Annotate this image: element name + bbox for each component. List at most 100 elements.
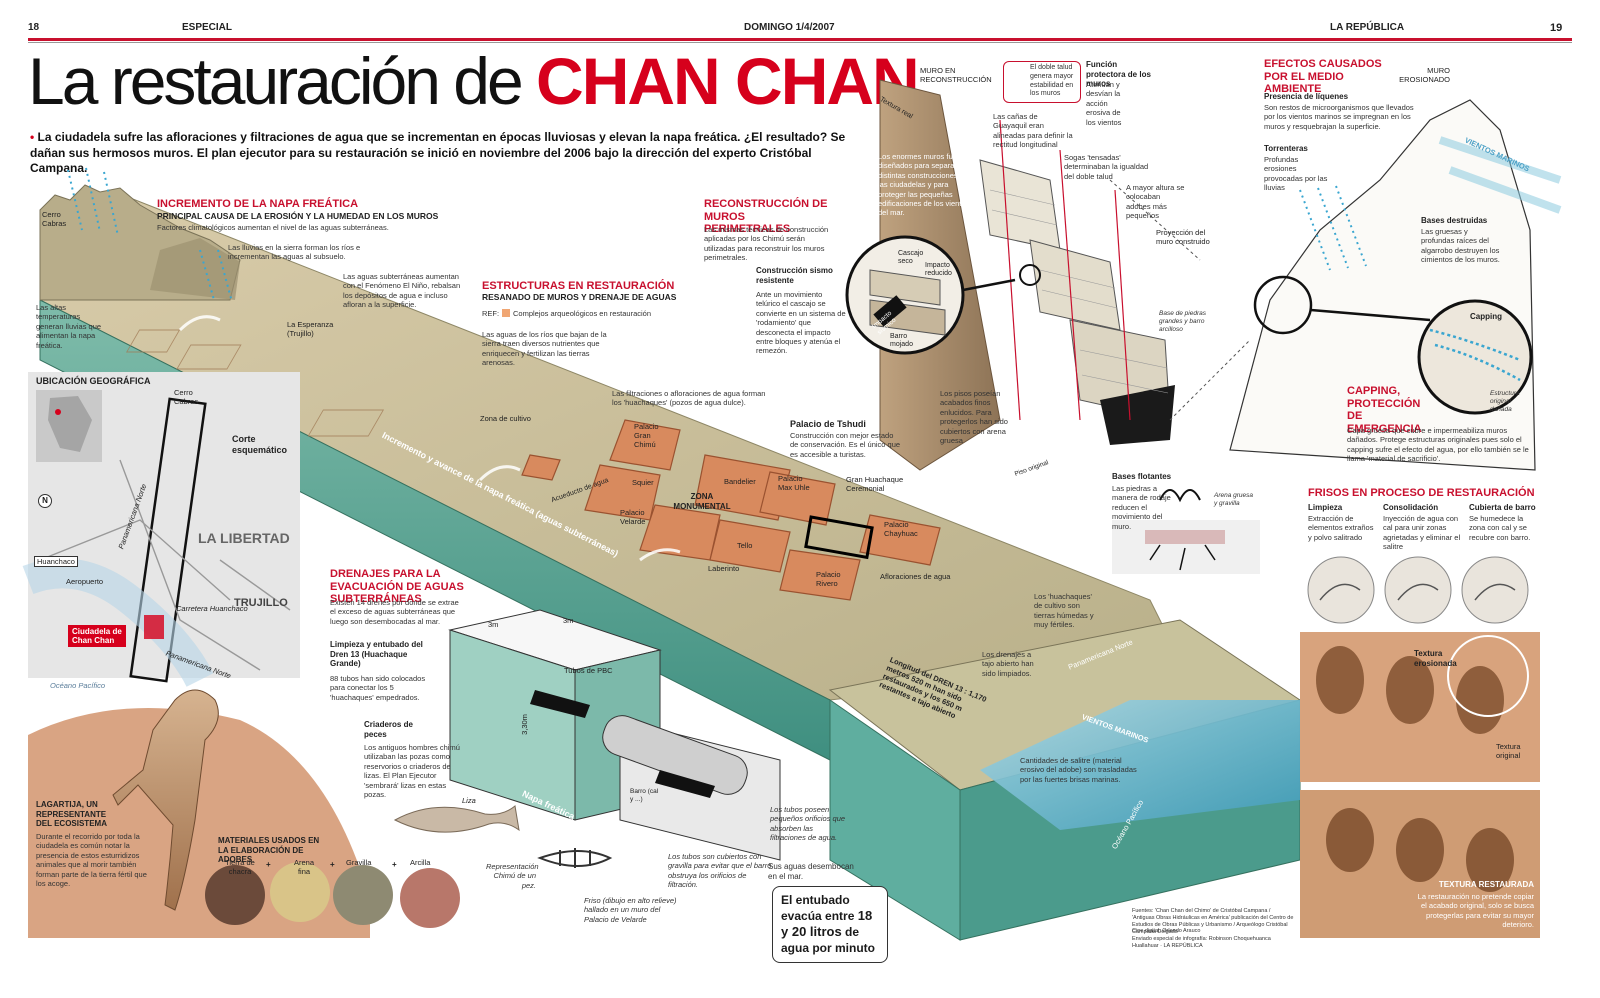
reconstruccion-heading: RECONSTRUCCIÓN DE MUROS PERIMETRALES bbox=[704, 198, 828, 236]
napa-rain-sierra: Las lluvias en la sierra forman los ríos… bbox=[228, 243, 361, 262]
entubado-end: de agua por minuto bbox=[781, 925, 875, 955]
napa-subheading: PRINCIPAL CAUSA DE LA EROSIÓN Y LA HUMED… bbox=[157, 211, 439, 221]
liquenes-title: Presencia de líquenes bbox=[1264, 92, 1349, 101]
estructuras-ref-label: REF: bbox=[482, 309, 500, 318]
friso-zoom-circle bbox=[1447, 635, 1529, 717]
title-prefix: La restauración de bbox=[28, 44, 524, 118]
desembocan-text: Sus aguas desembocan en el mar. bbox=[768, 862, 854, 881]
site-tello: Tello bbox=[737, 541, 753, 550]
dim-3m-b: 3m bbox=[563, 616, 574, 625]
friso-step-cubierta-circle bbox=[1461, 556, 1529, 624]
funcion-title: Función protectora de los muros bbox=[1086, 60, 1151, 89]
site-uhle: Palacio Max Uhle bbox=[778, 474, 810, 492]
map-city: TRUJILLO bbox=[234, 597, 288, 609]
representacion-text: Representación Chimú de un pez. bbox=[486, 862, 539, 890]
estructuras-ref-text: Complejos arqueológicos en restauración bbox=[513, 309, 651, 318]
rain-lines-left bbox=[67, 167, 233, 303]
page-number-left: 18 bbox=[28, 22, 40, 33]
funcion-text: Atenúan y desvían la acción erosiva de l… bbox=[1086, 80, 1122, 127]
canas-text: Las cañas de Guayaquil eran alineadas pa… bbox=[993, 112, 1073, 150]
wall-rods bbox=[999, 119, 1131, 421]
zoom-circle-base bbox=[1253, 275, 1313, 335]
rain-lines-right bbox=[1299, 185, 1367, 271]
drain-arrows bbox=[530, 690, 715, 798]
napa-high-temps: Las altas temperaturas generan lluvias q… bbox=[36, 303, 102, 350]
sea-surface bbox=[980, 700, 1300, 830]
capping-heading: CAPPING, PROTECCIÓN DE EMERGENCIA bbox=[1347, 385, 1422, 435]
friso-pez-text: Friso (dibujo en alto relieve) hallado e… bbox=[584, 896, 677, 924]
friso-step-limpieza-circle bbox=[1307, 556, 1375, 624]
enormes-text: Los enormes muros fueron diseñados para … bbox=[878, 152, 970, 218]
sismo-title: Construcción sismo resistente bbox=[756, 266, 833, 285]
arena-gravilla-label: Arena gruesa y gravilla bbox=[1214, 492, 1254, 508]
tshudi-text: Construcción con mejor estado de conserv… bbox=[790, 431, 901, 459]
material-gravilla-label: Gravilla bbox=[346, 858, 372, 867]
barro-cal-label: Barro (cal y ...) bbox=[630, 788, 659, 803]
huachaque-highlight bbox=[804, 515, 874, 560]
entubado-text: El entubado evacúa entre bbox=[781, 893, 855, 923]
site-velarde: Palacio Velarde bbox=[620, 508, 646, 526]
muro-reconstruccion-label: MURO EN RECONSTRUCCIÓN bbox=[920, 66, 992, 84]
map-coastline bbox=[22, 558, 214, 687]
sogas-text: Sogas 'tensadas' determinaban la igualda… bbox=[1064, 153, 1149, 181]
map-ciudadela-tag: Ciudadela de Chan Chan bbox=[68, 625, 126, 648]
cubiertos-text: Los tubos son cubiertos con gravilla par… bbox=[668, 852, 772, 890]
wall-block-1 bbox=[979, 159, 1061, 251]
material-arcilla-swatch bbox=[400, 868, 460, 928]
estructuras-subheading: RESANADO DE MUROS Y DRENAJE DE AGUAS bbox=[482, 292, 677, 302]
site-squier: Squier bbox=[632, 478, 654, 487]
site-cerro-cabras: Cerro Cabras bbox=[42, 210, 67, 228]
section-label: ESPECIAL bbox=[182, 22, 233, 33]
efectos-heading: EFECTOS CAUSADOS POR EL MEDIO AMBIENTE bbox=[1264, 58, 1382, 96]
material-arena-swatch bbox=[270, 862, 330, 922]
site-afloraciones: Afloraciones de agua bbox=[880, 572, 951, 581]
dim-330: 3,30m bbox=[519, 714, 529, 735]
material-gravilla-swatch bbox=[333, 865, 393, 925]
material-arena-label: Arena fina bbox=[293, 858, 314, 876]
site-huachaques-cultivo: Los 'huachaques' de cultivo son tierras … bbox=[1034, 592, 1094, 630]
material-plus-2: + bbox=[330, 860, 335, 869]
proyeccion-text: Proyección del muro construido bbox=[1156, 228, 1210, 246]
title-highlight: CHAN CHAN bbox=[536, 44, 920, 118]
lizard bbox=[112, 689, 219, 911]
lead-bullet: • bbox=[30, 130, 38, 144]
map-roads bbox=[39, 459, 291, 671]
bases-destruidas-text: Las gruesas y profundas raíces del algar… bbox=[1421, 227, 1500, 265]
map-corte: Corte esquemático bbox=[232, 434, 288, 455]
groundwater-arrows bbox=[178, 315, 681, 562]
ref-swatch bbox=[502, 309, 510, 317]
liquenes-text: Son restos de microorganismos que llevad… bbox=[1264, 103, 1414, 131]
material-tierra-swatch bbox=[205, 865, 265, 925]
projection-lines bbox=[1109, 179, 1251, 421]
palace-complexes bbox=[521, 419, 941, 601]
bases-flotantes-text: Las piedras a manera de rodaje reducen e… bbox=[1112, 484, 1171, 531]
map-aeropuerto: Aeropuerto bbox=[66, 577, 104, 586]
site-zona-cultivo: Zona de cultivo bbox=[480, 414, 531, 423]
napa-underground: Las aguas subterráneas aumentan con el F… bbox=[343, 272, 461, 310]
liza-label: Liza bbox=[462, 796, 476, 805]
estructura-original-label: Estructura original dañada bbox=[1490, 390, 1520, 414]
credits-enviado: Enviado especial de infografía: Robinson… bbox=[1132, 936, 1271, 949]
site-drenajes-abierto: Los drenajes a tajo abierto han sido lim… bbox=[982, 650, 1034, 678]
mayor-altura-text: A mayor altura se colocaban adobes más p… bbox=[1126, 183, 1185, 221]
textura-restaurada-title: TEXTURA RESTAURADA bbox=[1438, 880, 1534, 889]
lagartija-title: LAGARTIJA, UN REPRESENTANTE DEL ECOSISTE… bbox=[36, 800, 107, 829]
friso-step-2-text: Inyección de agua con cal para unir zona… bbox=[1383, 514, 1461, 552]
publication-name: LA REPÚBLICA bbox=[1330, 22, 1405, 33]
wall-brick-pattern bbox=[989, 189, 1169, 394]
dim-3m-a: 3m bbox=[488, 620, 499, 629]
drenajes-heading: DRENAJES PARA LA EVACUACIÓN DE AGUAS SUB… bbox=[330, 568, 464, 606]
site-gran-huachaque: Gran Huachaque Ceremonial bbox=[846, 475, 904, 493]
fish-liza bbox=[393, 805, 520, 833]
pisos-text: Los pisos poseían acabados finos enlucid… bbox=[940, 389, 1008, 445]
materiales-title: MATERIALES USADOS EN LA ELABORACIÓN DE A… bbox=[218, 836, 320, 865]
torrenteras-title: Torrenteras bbox=[1264, 144, 1308, 153]
map-north-icon: N bbox=[38, 494, 52, 508]
site-esperanza: La Esperanza (Trujillo) bbox=[287, 320, 334, 338]
friso-holes-2 bbox=[1326, 808, 1514, 892]
mountain-shadow bbox=[150, 238, 240, 300]
napa-heading: INCREMENTO DE LA NAPA FREÁTICA bbox=[157, 198, 359, 210]
cascajo-label: Cascajo seco bbox=[898, 250, 924, 266]
wind-streaks-right bbox=[1438, 136, 1562, 214]
